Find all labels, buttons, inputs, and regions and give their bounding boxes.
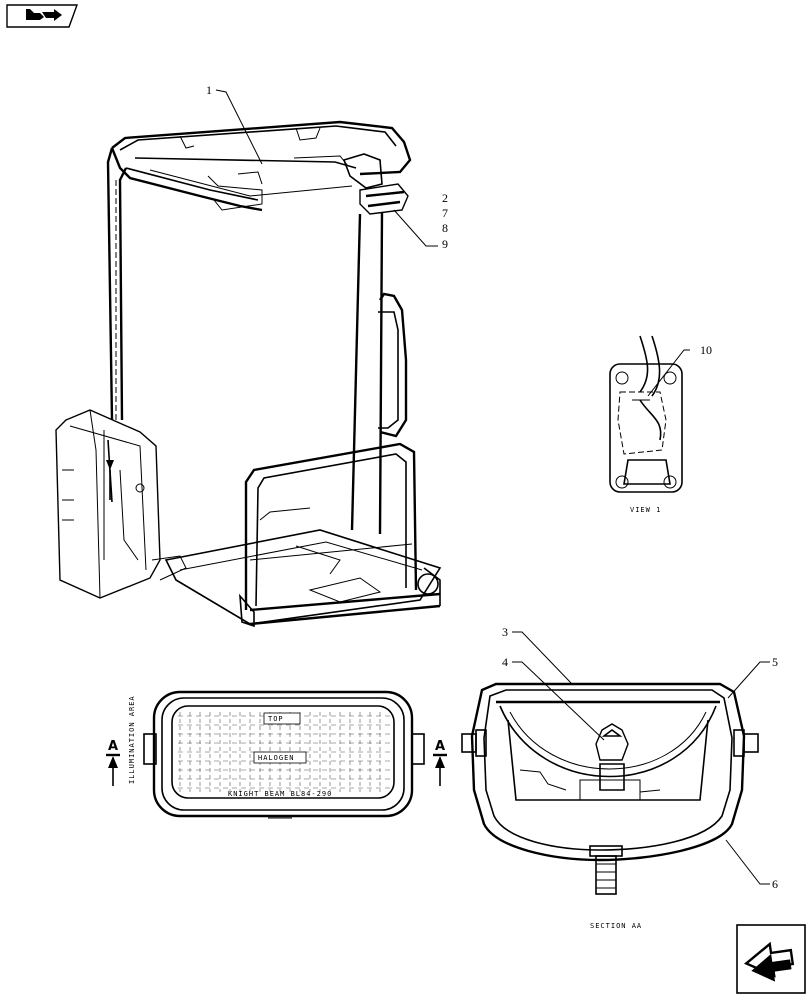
back-to-index-button[interactable] (6, 4, 78, 28)
lamp-front-view (143, 690, 425, 819)
section-mark-left-label: A (108, 739, 118, 754)
callout-3: 3 (502, 625, 508, 639)
lens-brand-text: KNIGHT BEAM BL84-290 (228, 790, 332, 798)
book-arrow-icon (6, 4, 78, 28)
callout-9: 9 (442, 237, 448, 251)
callout-8: 8 (442, 221, 448, 235)
callout-5: 5 (772, 655, 778, 669)
callout-6: 6 (772, 877, 778, 891)
next-page-arrow-icon (736, 924, 806, 994)
section-mark-right-label: A (435, 739, 445, 754)
lens-grid (178, 712, 390, 792)
lens-halogen-text: HALOGEN (258, 754, 295, 762)
cab-frame-assembly (55, 120, 442, 628)
section-mark-right (433, 753, 447, 786)
view-1-detail (609, 335, 690, 493)
callout-10: 10 (700, 343, 712, 357)
callout-2: 2 (442, 191, 448, 205)
leaders-section (512, 631, 770, 885)
lamp-section-aa (461, 682, 759, 895)
illumination-area-label: ILLUMINATION AREA (128, 695, 136, 784)
section-mark-left (106, 753, 120, 786)
lens-top-text: TOP (268, 715, 284, 723)
view-1-label: VIEW 1 (630, 506, 661, 514)
callout-4: 4 (502, 655, 508, 669)
callout-1: 1 (206, 83, 212, 97)
section-aa-label: SECTION AA (590, 922, 642, 930)
leaders-cab (215, 89, 438, 247)
next-page-button[interactable] (736, 924, 806, 994)
callout-7: 7 (442, 206, 448, 220)
